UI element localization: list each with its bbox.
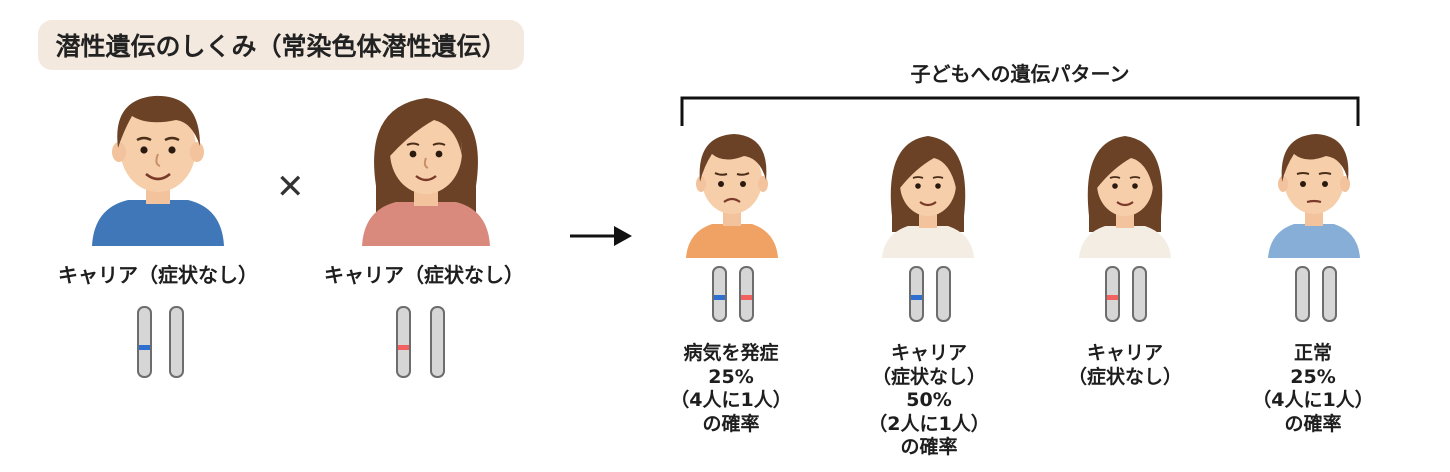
- children-pattern-title: 子どもへの遺伝パターン: [910, 62, 1130, 86]
- chromosome: [137, 306, 152, 378]
- father-figure: [92, 95, 224, 246]
- chromosome: [1322, 266, 1337, 322]
- red-allele-band: [1107, 295, 1118, 300]
- cross-symbol: ✕: [276, 167, 305, 207]
- arrow-icon: [570, 226, 632, 246]
- blue-allele-band: [714, 295, 725, 300]
- child-carrier-figure: [1079, 136, 1171, 258]
- child-carrier-label: キャリア （症状なし）: [1067, 342, 1183, 388]
- chromosome: [1295, 266, 1310, 322]
- chromosome: [430, 306, 445, 378]
- mother-label: キャリア（症状なし）: [324, 263, 524, 287]
- chromosome: [739, 266, 754, 322]
- chromosome: [396, 306, 411, 378]
- red-allele-band: [741, 295, 752, 300]
- child-affected-figure: [686, 134, 778, 258]
- child-carrier-figure: [882, 136, 974, 258]
- chromosome: [1105, 266, 1120, 322]
- chromosome: [909, 266, 924, 322]
- chromosome: [1132, 266, 1147, 322]
- mother-figure: [362, 98, 490, 246]
- child-affected-label: 病気を発症 25% （4人に1人） の確率: [670, 342, 792, 435]
- chromosome: [712, 266, 727, 322]
- diagram-title: 潜性遺伝のしくみ（常染色体潜性遺伝）: [38, 20, 524, 70]
- chromosome: [169, 306, 184, 378]
- chromosome: [936, 266, 951, 322]
- blue-allele-band: [139, 345, 150, 350]
- child-normal-figure: [1268, 134, 1360, 258]
- red-allele-band: [398, 345, 409, 350]
- child-carrier-label: キャリア （症状なし） 50% （2人に1人） の確率: [868, 342, 990, 458]
- blue-allele-band: [911, 295, 922, 300]
- bracket-line: [680, 96, 1360, 126]
- child-normal-label: 正常 25% （4人に1人） の確率: [1252, 342, 1374, 435]
- father-label: キャリア（症状なし）: [58, 263, 258, 287]
